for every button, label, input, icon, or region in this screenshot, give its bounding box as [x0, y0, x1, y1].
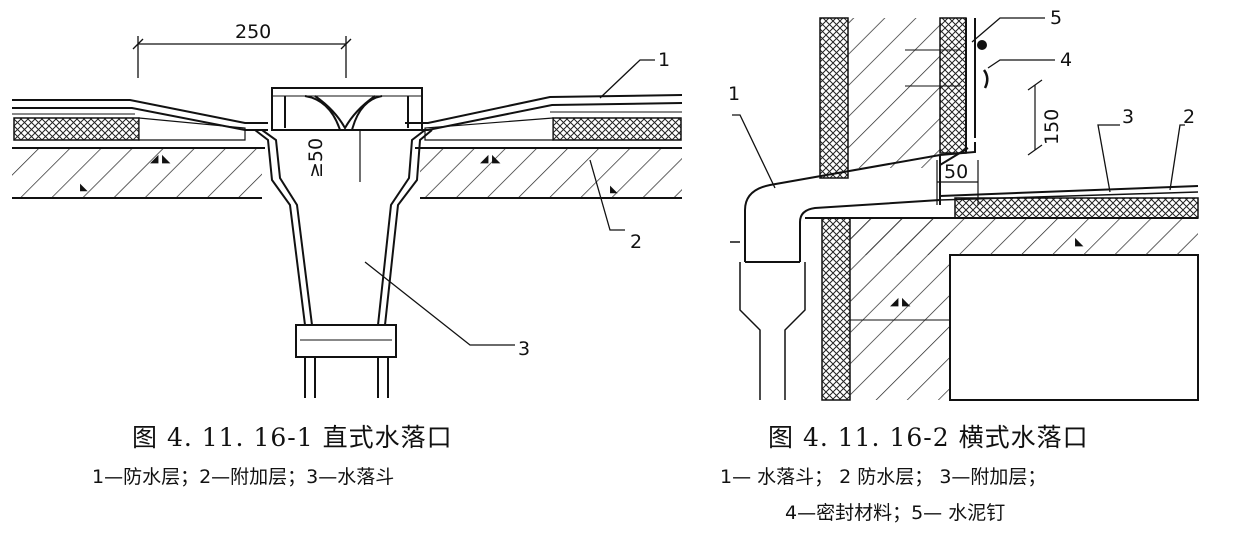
downpipe — [730, 241, 806, 400]
cement-nail — [977, 40, 987, 50]
callout-1: 1 — [658, 49, 670, 71]
concrete-slab: ◢ ◣ ◢ ◣ ◣ ◣ — [12, 147, 682, 199]
dimension-150-label: 150 — [1041, 109, 1063, 145]
dimension-150 — [1027, 79, 1043, 156]
callout-3: 3 — [518, 338, 530, 360]
figure-2-caption: 图 4. 11. 16-2 横式水落口 — [768, 423, 1089, 452]
figure-1-legend: 1—防水层；2—附加层；3—水落斗 — [92, 466, 395, 488]
dimension-50-label: ≥50 — [305, 138, 327, 178]
svg-text:◢ ◣: ◢ ◣ — [150, 152, 171, 165]
roof-insulation — [939, 185, 1199, 219]
callout-2-4: 4 — [1060, 49, 1072, 71]
callout-2-3: 3 — [1122, 106, 1134, 128]
callout-leaders-2 — [732, 17, 1185, 193]
svg-text:◣: ◣ — [610, 184, 618, 195]
svg-text:◣: ◣ — [80, 182, 88, 193]
dimension-250-label: 250 — [235, 21, 271, 43]
callout-2-1: 1 — [728, 83, 740, 105]
callout-leaders — [364, 59, 655, 346]
sealant — [982, 69, 989, 89]
parapet-wall — [819, 17, 976, 179]
drain-head — [271, 87, 423, 131]
figure-1-caption: 图 4. 11. 16-1 直式水落口 — [132, 423, 453, 452]
scupper-body — [744, 142, 976, 263]
callout-2-5: 5 — [1050, 7, 1062, 29]
drain-funnel — [254, 129, 433, 398]
figure-2-horizontal-drain: ◣ ◢ ◣ 1 — [728, 7, 1199, 401]
figure-2-legend-line2: 4—密封材料；5— 水泥钉 — [785, 502, 1006, 524]
figure-1-vertical-drain: ◢ ◣ ◢ ◣ ◣ ◣ — [12, 21, 683, 398]
svg-text:◢ ◣: ◢ ◣ — [890, 295, 911, 308]
svg-text:◣: ◣ — [1075, 235, 1084, 248]
dimension-250 — [132, 36, 352, 78]
svg-text:◢ ◣: ◢ ◣ — [480, 152, 501, 165]
dimension-50b-label: 50 — [944, 161, 968, 183]
figure-2-legend-line1: 1— 水落斗； 2 防水层； 3—附加层； — [720, 466, 1047, 488]
callout-2-2: 2 — [1183, 106, 1195, 128]
dimension-50b — [936, 160, 979, 205]
dimension-50 — [320, 129, 370, 182]
callout-2: 2 — [630, 231, 642, 253]
insulation-layer — [13, 117, 682, 141]
